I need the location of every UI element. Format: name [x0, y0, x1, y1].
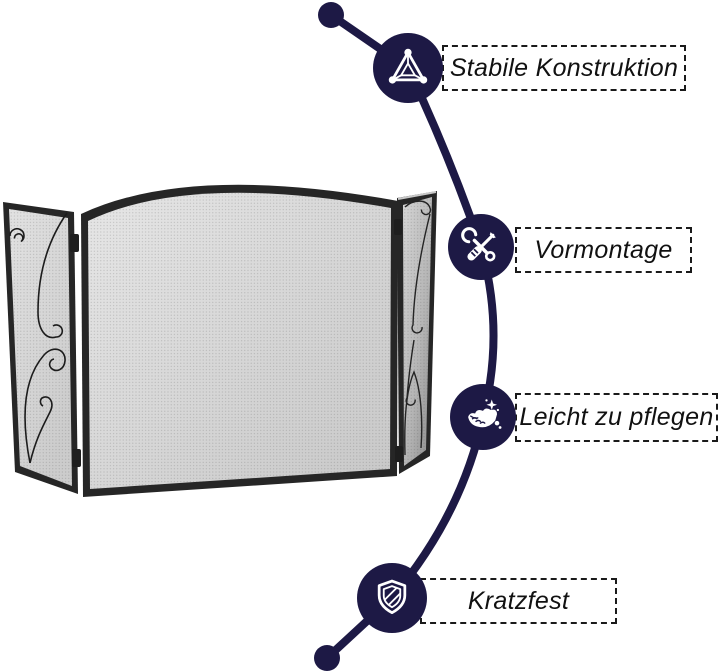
right-panel — [397, 191, 437, 474]
feature-badge-easy-care — [450, 384, 516, 450]
wrench-screwdriver-icon — [461, 227, 496, 262]
hinges — [70, 219, 403, 467]
feature-label: Vormontage — [534, 235, 673, 264]
triangle-truss-icon — [388, 48, 428, 84]
feature-label-box-easy-care: Leicht zu pflegen — [515, 393, 718, 442]
feature-connector-line — [314, 2, 498, 671]
timeline-dot-bottom — [314, 645, 340, 671]
feature-badge-scratch-proof — [357, 563, 427, 633]
feature-badge-preassembly — [448, 214, 514, 280]
timeline-dot-top — [318, 2, 344, 28]
feature-label-box-stable-construction: Stabile Konstruktion — [442, 45, 686, 91]
feature-label: Stabile Konstruktion — [449, 53, 679, 82]
feature-badge-stable-construction — [373, 33, 443, 103]
striped-shield-icon — [377, 579, 407, 615]
center-panel — [81, 184, 398, 498]
wiping-hand-icon — [468, 399, 502, 429]
feature-label-box-preassembly: Vormontage — [515, 227, 692, 273]
left-panel — [3, 202, 78, 494]
left-scrollwork — [9, 212, 68, 464]
feature-label-box-scratch-proof: Kratzfest — [420, 578, 617, 624]
feature-label: Kratzfest — [467, 586, 570, 615]
feature-label: Leicht zu pflegen — [519, 403, 714, 431]
right-scrollwork — [404, 200, 432, 456]
